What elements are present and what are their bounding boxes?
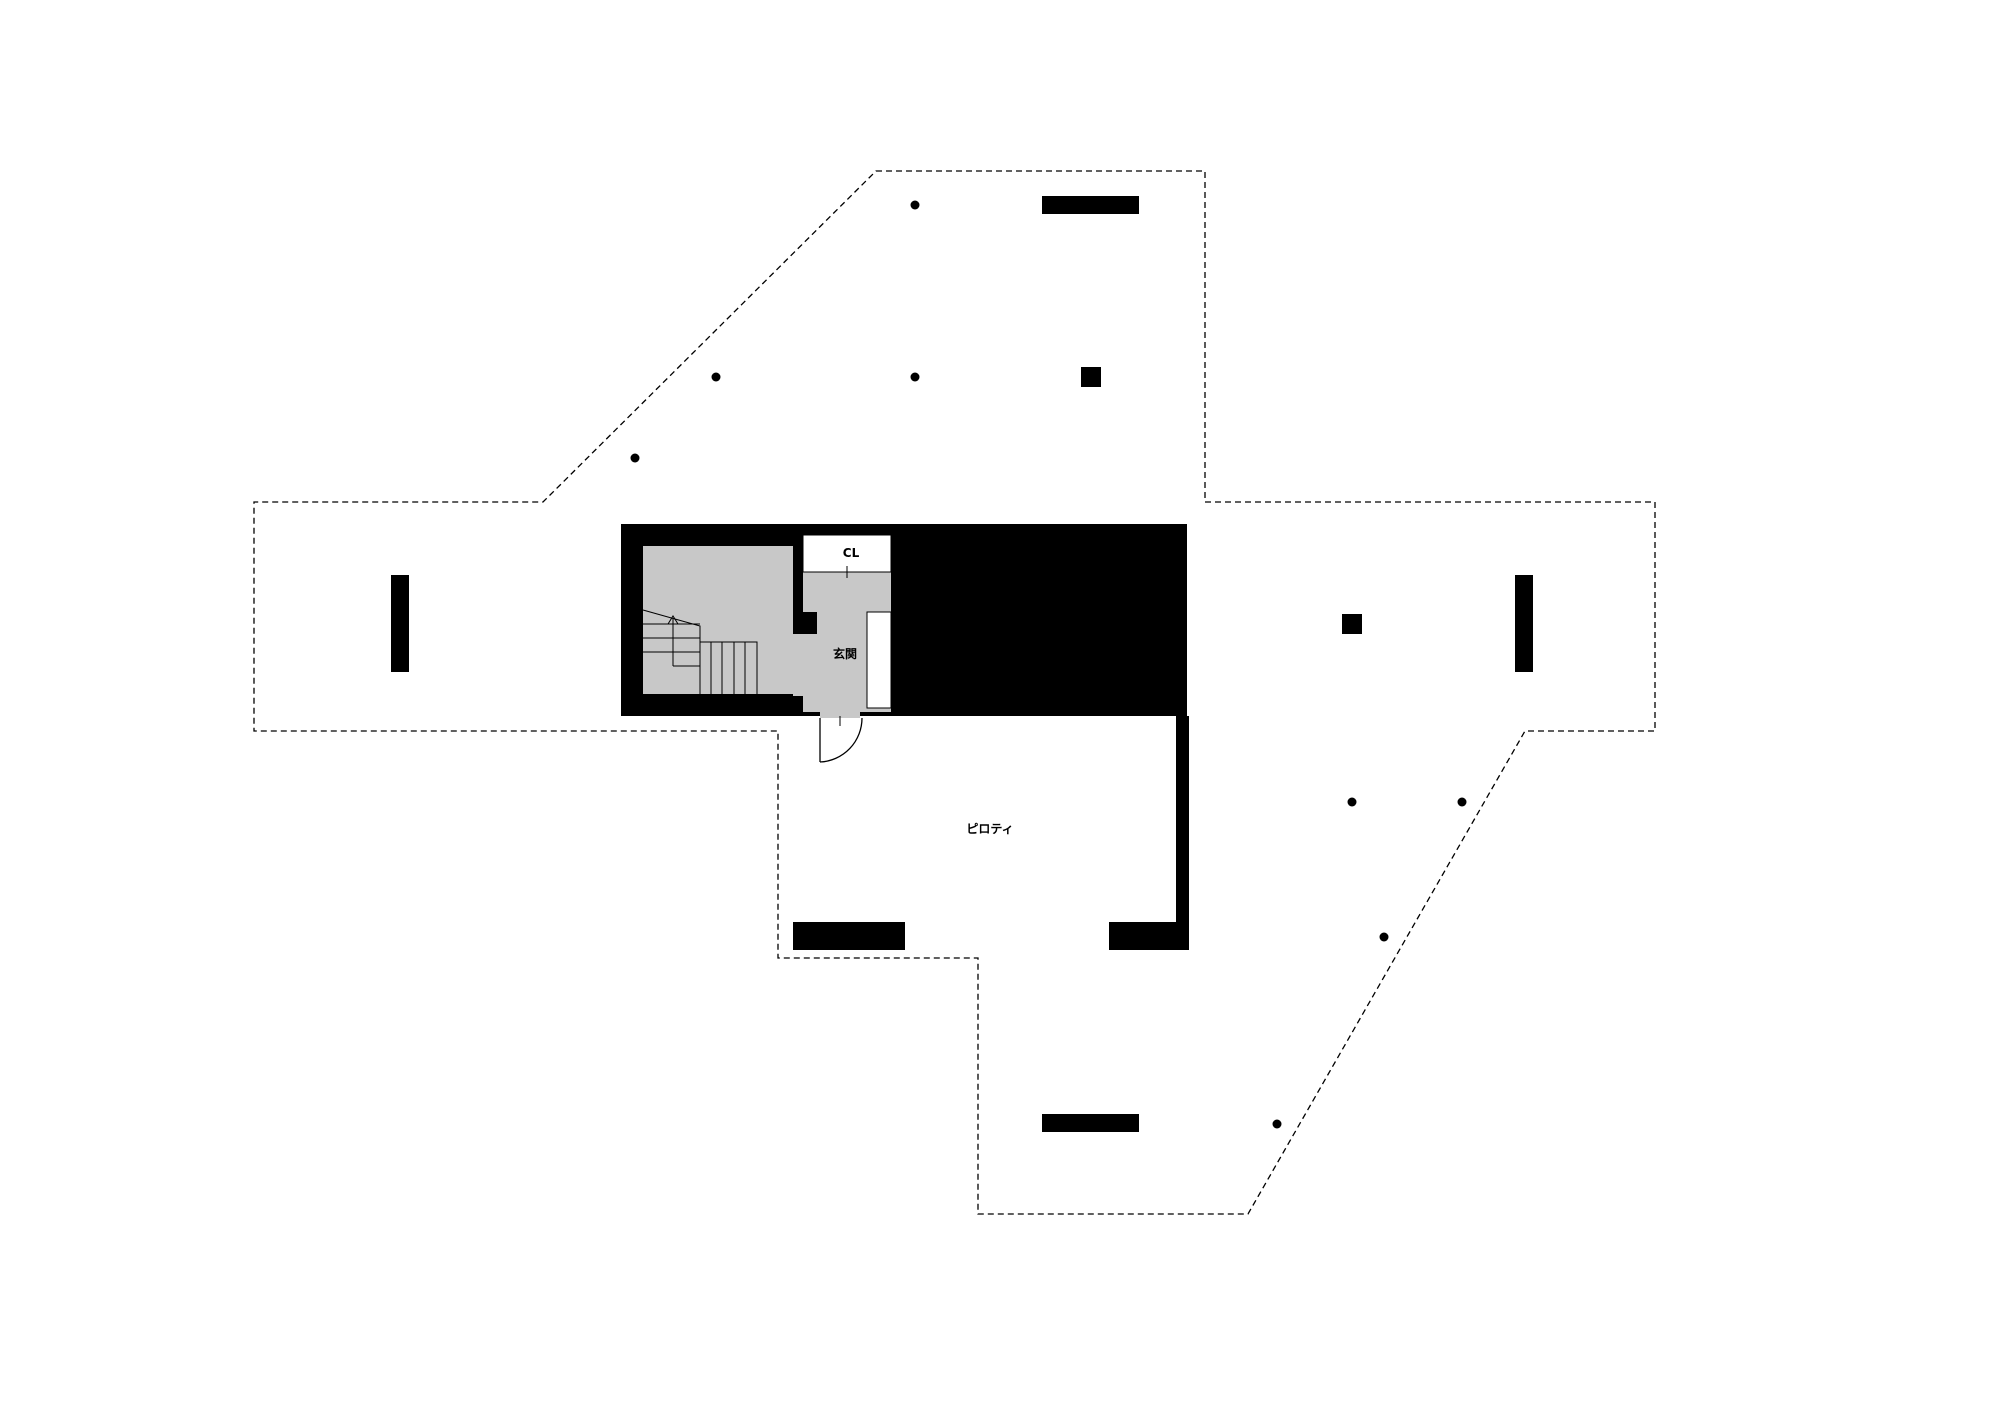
- round-post: [1347, 797, 1357, 807]
- closet-label: CL: [843, 546, 860, 560]
- round-post: [910, 200, 920, 210]
- door-swing-arc: [819, 717, 863, 763]
- piloti-east-wall: [1176, 716, 1189, 946]
- round-post: [1272, 1119, 1282, 1129]
- entrance-label: 玄関: [833, 646, 857, 661]
- wall-segment-west: [391, 575, 409, 672]
- square-column: [1342, 614, 1362, 634]
- partition-wall: [793, 612, 817, 634]
- shoe-cabinet: [866, 611, 892, 709]
- wall-segment-north: [1042, 196, 1139, 214]
- round-post: [1457, 797, 1467, 807]
- wall-segment-south: [1042, 1114, 1139, 1132]
- round-post: [711, 372, 721, 382]
- wall-segment-east: [1515, 575, 1533, 672]
- entrance-vestibule: [820, 706, 860, 718]
- stair-room: [643, 546, 793, 694]
- round-post: [630, 453, 640, 463]
- round-post: [910, 372, 920, 382]
- stair-treads: [642, 609, 758, 694]
- square-column: [1081, 367, 1101, 387]
- piloti-south-wall: [793, 922, 905, 950]
- closet: [802, 534, 892, 573]
- roof-outline: [253, 170, 1656, 1215]
- stair-arrow-icon: [667, 615, 679, 625]
- piloti-label: ピロティ: [966, 822, 1013, 836]
- piloti-corner-wall: [1109, 922, 1189, 950]
- round-posts: [630, 200, 1467, 1129]
- round-post: [1379, 932, 1389, 942]
